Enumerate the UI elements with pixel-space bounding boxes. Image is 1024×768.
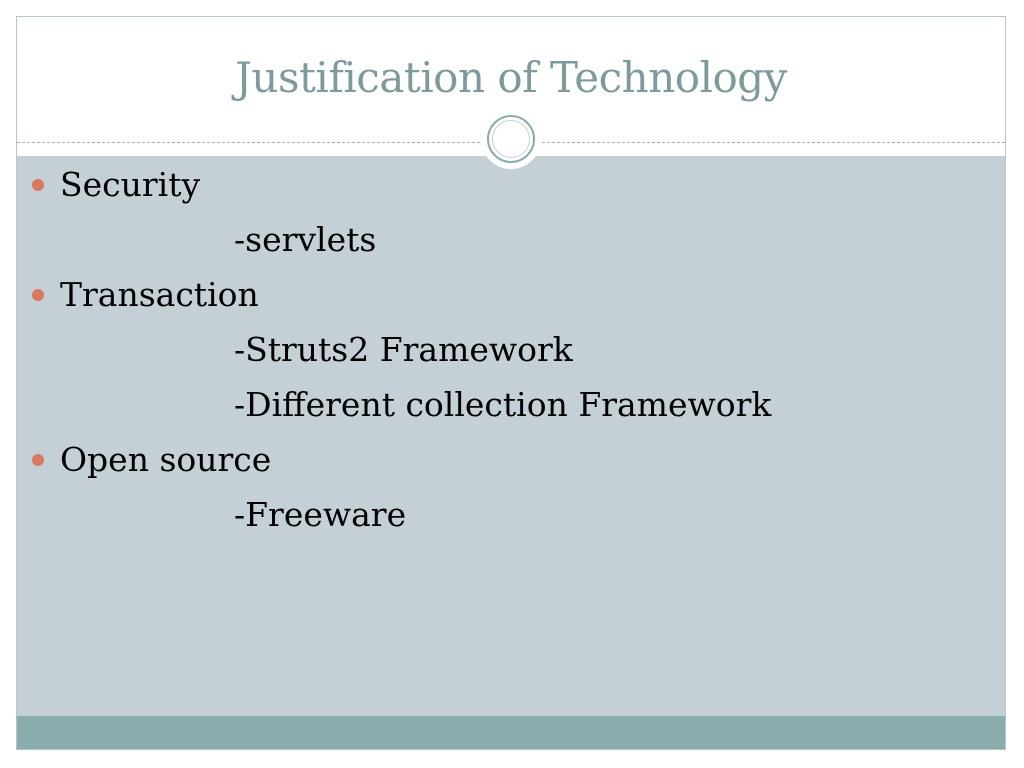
content-area <box>17 156 1005 716</box>
footer-bar <box>17 716 1005 749</box>
sub-item-text: -Freeware <box>234 495 407 534</box>
bullet-item-open-source: Open source <box>30 439 970 494</box>
circle-ornament-icon <box>481 109 541 169</box>
sub-item-text: -Struts2 Framework <box>234 330 573 369</box>
sub-item-struts2: -Struts2 Framework <box>30 329 970 384</box>
ornament-ring <box>487 115 535 163</box>
bullet-dot-icon <box>32 454 44 466</box>
bullet-text: Open source <box>60 440 272 479</box>
ornament-inner-ring <box>492 120 530 158</box>
bullet-dot-icon <box>32 289 44 301</box>
sub-item-servlets: -servlets <box>30 219 970 274</box>
bullet-item-transaction: Transaction <box>30 274 970 329</box>
bullet-text: Transaction <box>60 275 259 314</box>
sub-item-text: -servlets <box>234 220 377 259</box>
slide: Justification of Technology <box>16 16 1006 750</box>
bullet-text: Security <box>60 165 201 204</box>
sub-item-text: -Different collection Framework <box>234 385 772 424</box>
bullet-item-security: Security <box>30 164 970 219</box>
slide-title: Justification of Technology <box>235 53 787 102</box>
sub-item-freeware: -Freeware <box>30 494 970 549</box>
sub-item-collection-framework: -Different collection Framework <box>30 384 970 439</box>
bullet-dot-icon <box>32 179 44 191</box>
bullet-list: Security -servlets Transaction -Struts2 … <box>30 164 970 549</box>
